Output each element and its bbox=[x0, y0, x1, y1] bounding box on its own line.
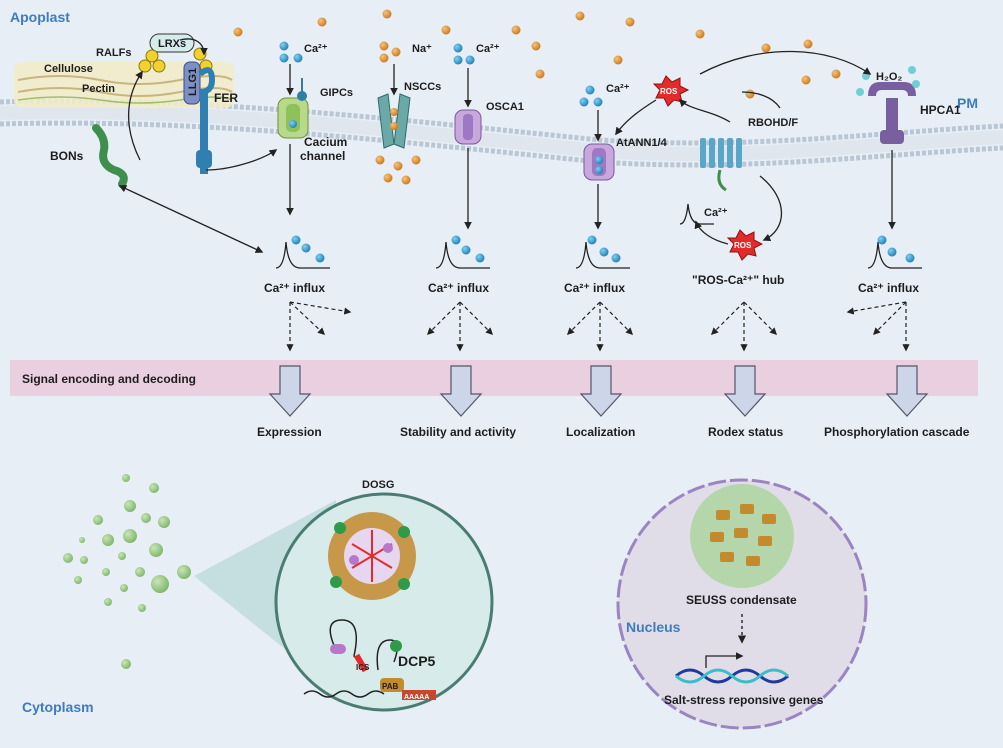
nucleus-envelope bbox=[616, 478, 868, 730]
llg1-label: LLG1 bbox=[187, 68, 199, 96]
dosg-condensate bbox=[328, 512, 416, 600]
seuss-proteins bbox=[710, 504, 776, 566]
fer-label: FER bbox=[214, 91, 238, 105]
output-block-arrows bbox=[268, 365, 929, 417]
ca-label-hub: Ca²⁺ bbox=[704, 207, 728, 219]
cellulose-label: Cellulose bbox=[44, 63, 93, 75]
signal-band bbox=[10, 360, 978, 396]
ros-label-top: ROS bbox=[660, 87, 678, 96]
fer-receptor bbox=[183, 61, 216, 174]
pab-label: PAB bbox=[382, 682, 399, 691]
genes-label: Salt-stress reponsive genes bbox=[664, 693, 824, 707]
calcium-channel-label-2: channel bbox=[300, 149, 345, 163]
rbohd-label: RBOHD/F bbox=[748, 117, 798, 129]
cytoplasm-label: Cytoplasm bbox=[22, 699, 94, 715]
ros-burst-top bbox=[652, 75, 690, 107]
influx-label-4: Ca²⁺ influx bbox=[858, 281, 919, 295]
influx-label-1: Ca²⁺ influx bbox=[264, 281, 325, 295]
hpca1-label: HPCA1 bbox=[920, 103, 961, 117]
h2o2-molecule bbox=[912, 80, 920, 88]
pectin-label: Pectin bbox=[82, 83, 115, 95]
osca1-channel bbox=[454, 109, 482, 145]
ca-label-1: Ca²⁺ bbox=[304, 43, 328, 55]
sodium-ions bbox=[233, 9, 841, 185]
rbohd-channel bbox=[700, 138, 742, 192]
ralf-peptide bbox=[138, 59, 152, 73]
signal-arrows bbox=[118, 38, 896, 253]
bons-protein bbox=[92, 124, 128, 188]
band-label: Signal encoding and decoding bbox=[22, 372, 196, 386]
nucleus-label: Nucleus bbox=[626, 619, 681, 635]
lrxs-label: LRXs bbox=[158, 38, 186, 50]
cell-wall bbox=[14, 62, 234, 108]
osca1-label: OSCA1 bbox=[486, 101, 524, 113]
calcium-ions bbox=[279, 41, 603, 107]
nsccs-label: NSCCs bbox=[404, 81, 441, 93]
condensate-droplets bbox=[63, 474, 191, 669]
ca-label-3: Ca²⁺ bbox=[606, 83, 630, 95]
na-label: Na⁺ bbox=[412, 43, 432, 55]
pm-label: PM bbox=[957, 95, 978, 111]
calcium-channel-label-1: Cacium bbox=[304, 135, 347, 149]
lrxs-box bbox=[149, 33, 195, 53]
calcium-channel bbox=[277, 78, 309, 139]
output-redox: Rodex status bbox=[708, 425, 784, 439]
calcium-signatures bbox=[275, 203, 922, 269]
h2o2-label: H₂O₂ bbox=[876, 71, 902, 83]
atann-channel bbox=[583, 143, 615, 181]
dcp5-label: DCP5 bbox=[398, 653, 436, 669]
seuss-label: SEUSS condensate bbox=[686, 593, 797, 607]
atann-label: AtANN1/4 bbox=[616, 137, 668, 149]
hpca1-receptor bbox=[868, 82, 916, 144]
dcp5-protein bbox=[303, 619, 436, 700]
dosg-label: DOSG bbox=[362, 479, 394, 491]
output-expression: Expression bbox=[257, 425, 322, 439]
h2o2-molecule bbox=[856, 88, 864, 96]
ralf-peptide bbox=[152, 59, 166, 73]
dna-helix bbox=[675, 652, 789, 684]
ralf-peptide bbox=[145, 49, 159, 63]
h2o2-molecule bbox=[908, 66, 916, 74]
influx-label-3: Ca²⁺ influx bbox=[564, 281, 625, 295]
output-phosphorylation: Phosphorylation cascade bbox=[824, 425, 970, 439]
ros-label-hub: ROS bbox=[734, 241, 752, 250]
influx-label-2: Ca²⁺ influx bbox=[428, 281, 489, 295]
apoplast-label: Apoplast bbox=[10, 9, 70, 25]
output-stability: Stability and activity bbox=[400, 425, 516, 439]
ics-label: ICS bbox=[356, 663, 370, 672]
hub-label: "ROS-Ca²⁺" hub bbox=[692, 273, 784, 287]
ralfs-label: RALFs bbox=[96, 47, 131, 59]
ros-burst-hub bbox=[726, 229, 764, 261]
decoding-arrows bbox=[286, 301, 910, 352]
bons-label: BONs bbox=[50, 149, 84, 163]
nsccs-channel bbox=[377, 93, 411, 149]
signature-ions bbox=[291, 235, 915, 263]
output-localization: Localization bbox=[566, 425, 635, 439]
polya-label: AAAAA bbox=[404, 694, 429, 701]
gipcs-label: GIPCs bbox=[320, 87, 353, 99]
ca-label-2: Ca²⁺ bbox=[476, 43, 500, 55]
